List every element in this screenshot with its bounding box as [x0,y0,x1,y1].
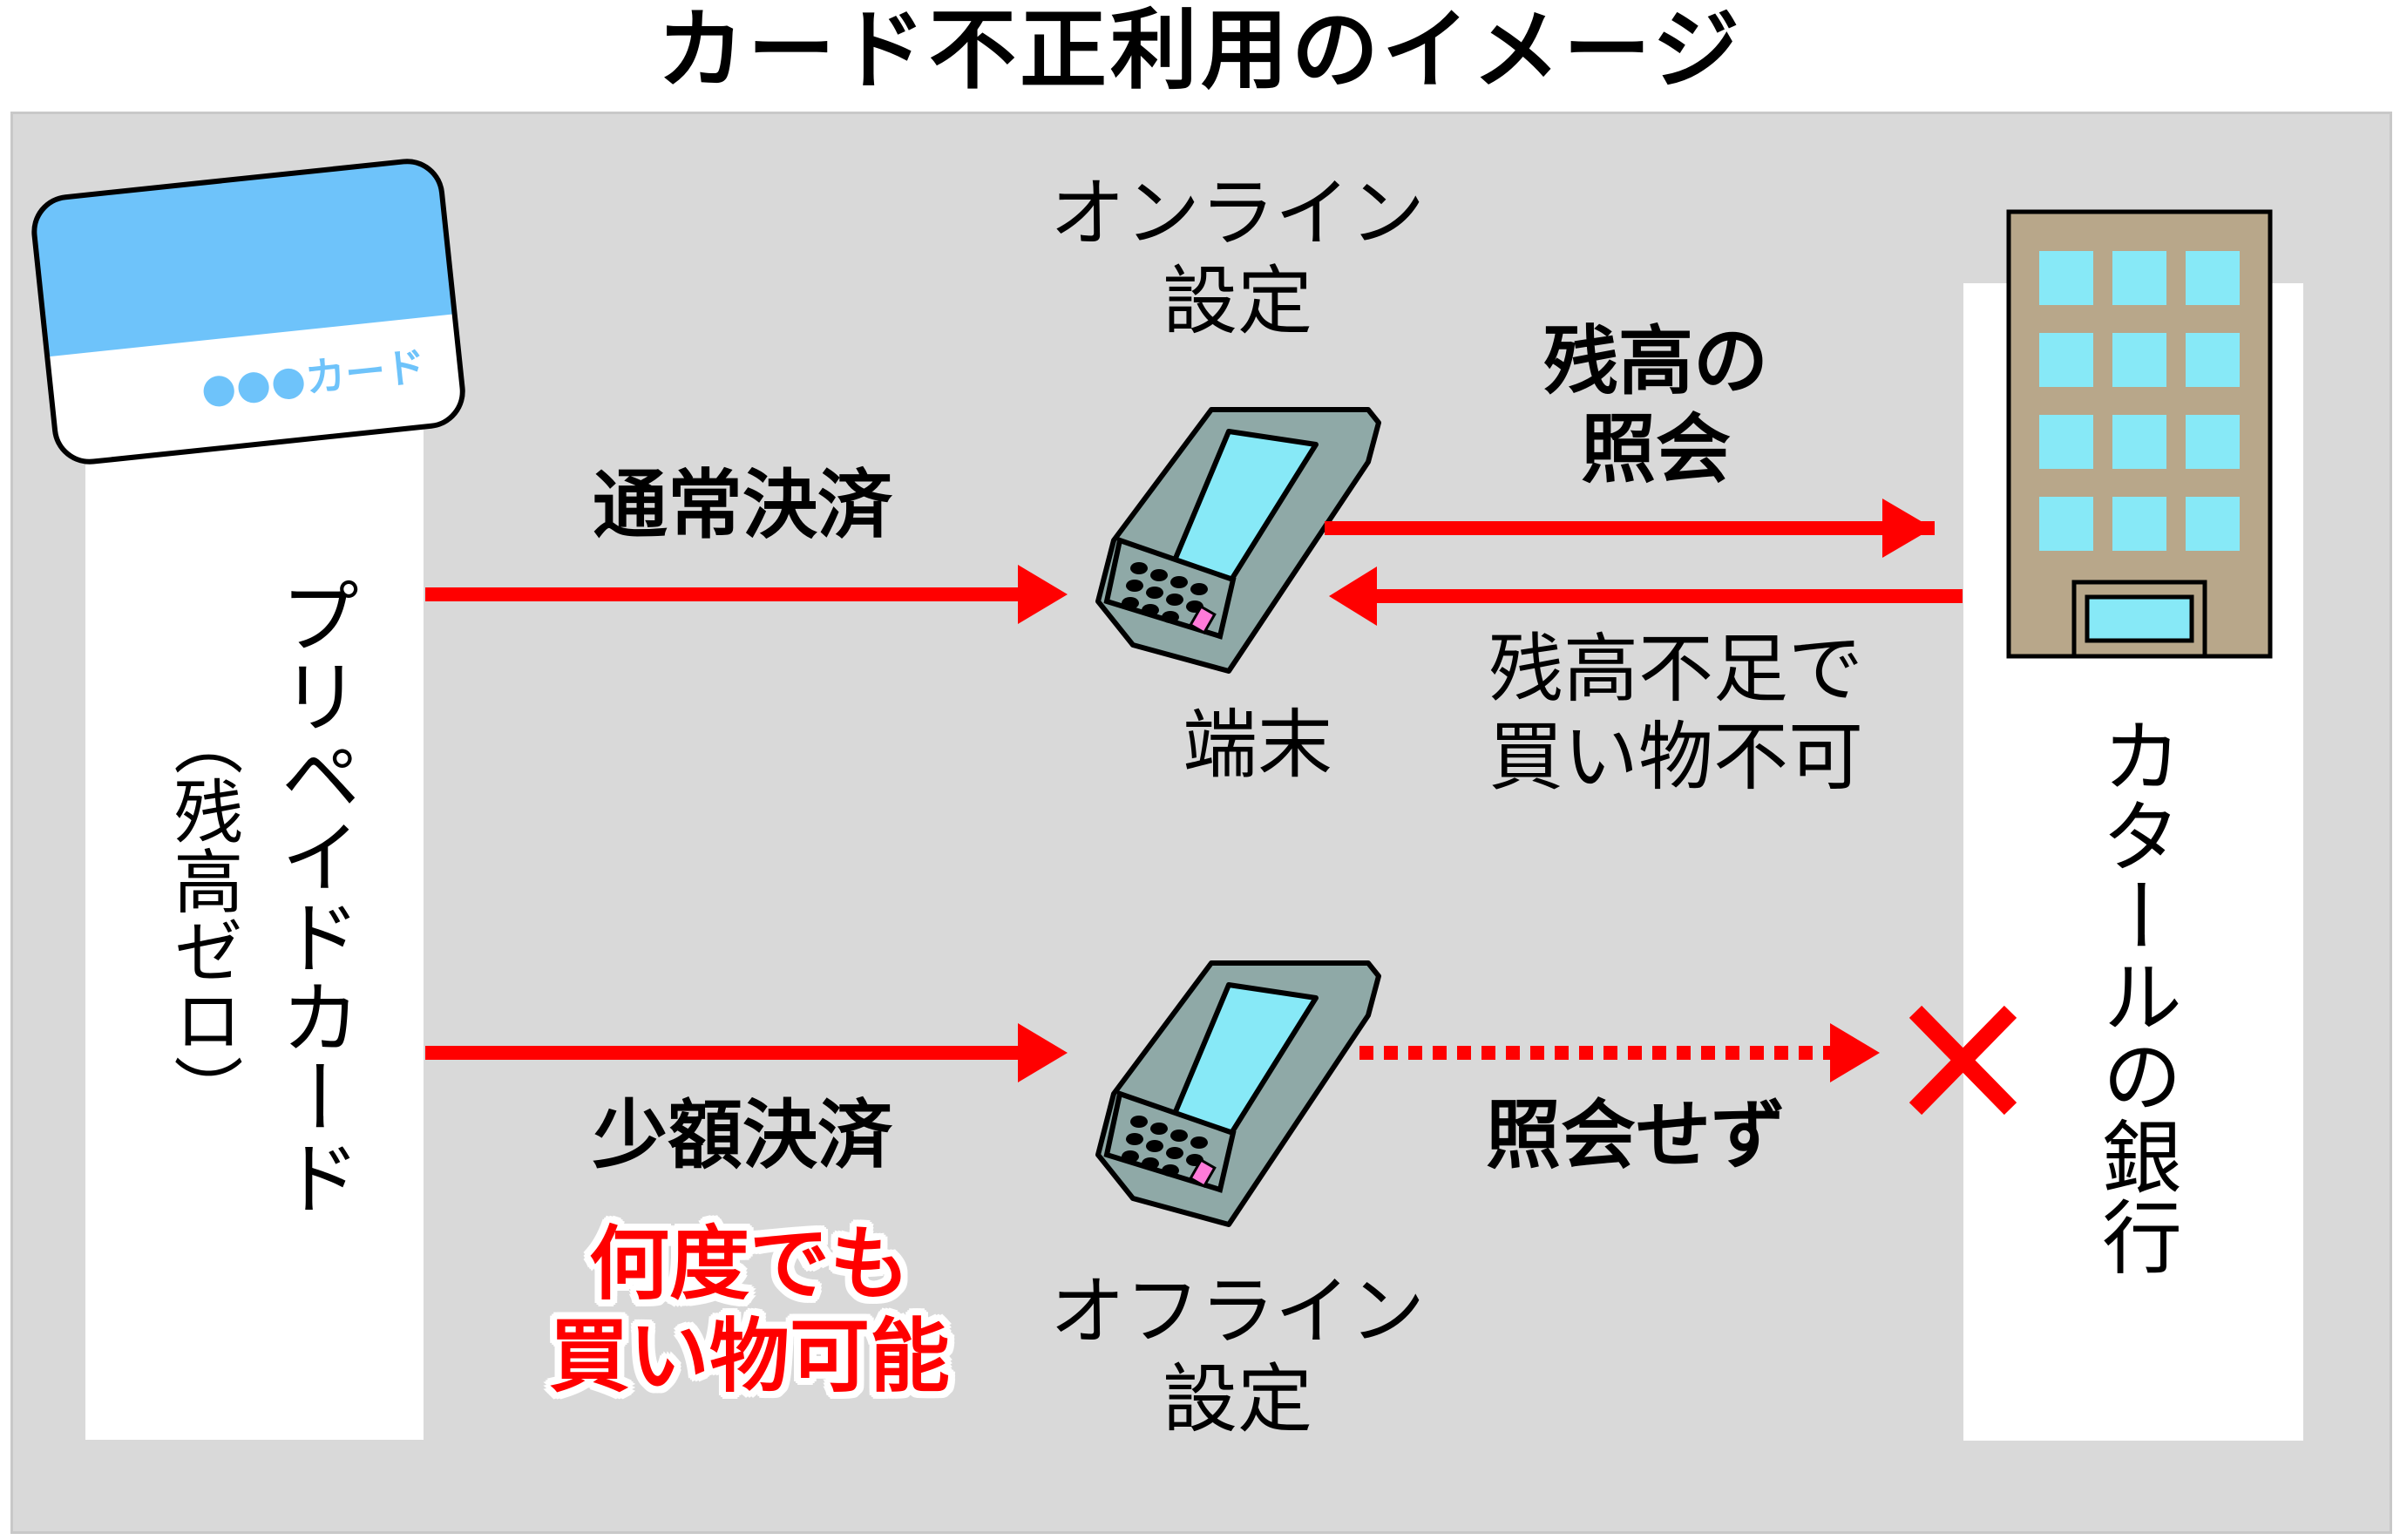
prepaid-card-name: プリペイドカード [267,575,361,1217]
arrow-normal-payment [425,565,1068,624]
terminal-label: 端末 [1183,702,1332,789]
arrow-no-inquiry [1359,1023,1880,1082]
insufficient-balance-label: 残高不足で 買い物不可 [1488,626,1863,802]
prepaid-card-note: （残高ゼロ） [162,706,244,1124]
unlimited-purchase-label: 何度でも 買い物可能 [548,1218,950,1403]
small-payment-label: 少額決済 [593,1092,892,1179]
offline-setting-label: オフライン 設定 [1050,1268,1425,1444]
diagram-title: カード不正利用のイメージ [657,0,1743,101]
normal-payment-label: 通常決済 [593,462,892,549]
bank-name: カタールの銀行 [2088,715,2182,1276]
card-icon [31,158,466,465]
blocked-x-icon [1908,1005,2017,1116]
online-setting-label: オンライン 設定 [1050,170,1425,346]
balance-inquiry-label: 残高の 照会 [1543,318,1768,494]
prepaid-card-column [85,420,424,1440]
bank-building-icon [2006,209,2273,659]
arrow-small-payment [425,1023,1068,1082]
no-inquiry-label: 照会せず [1486,1092,1786,1179]
arrow-balance-inquiry [1325,499,1935,558]
arrow-insufficient-reply [1329,566,1963,626]
terminal-online-icon [1095,407,1381,674]
terminal-offline-icon [1095,960,1381,1227]
